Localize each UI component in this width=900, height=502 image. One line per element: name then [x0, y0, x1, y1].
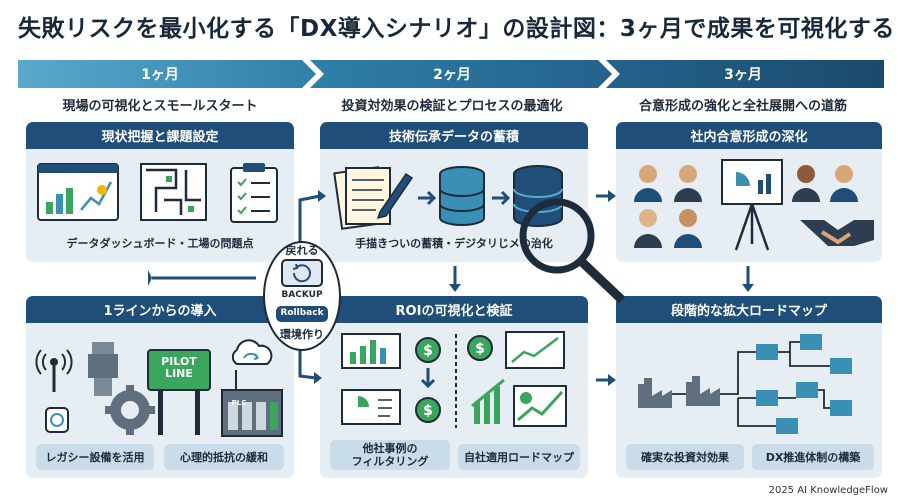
panel-title: 技術伝承データの蓄積: [320, 122, 588, 149]
pill-legacy: レガシー設備を活用: [36, 444, 154, 470]
panel-current-state: 現状把握と課題設定 データダッシュボード・工場の問題点: [26, 122, 294, 262]
meeting-people-icon: [634, 159, 874, 251]
svg-text:$: $: [423, 343, 433, 359]
rollback-label: Rollback: [280, 308, 324, 318]
phase-arrow-1: [18, 60, 316, 88]
center-top-label: 戻れる: [285, 244, 319, 257]
phase-subtitle-1: 現場の可視化とスモールスタート: [62, 99, 258, 114]
pill-roi-certain: 確実な投資対効果: [626, 444, 744, 470]
pilot-line-sign: PILOT LINE: [161, 355, 197, 380]
factory-roadmap-icon: [638, 334, 852, 434]
center-bottom-label: 環境作り: [280, 328, 324, 341]
phase-label-1: 1ヶ月: [141, 67, 179, 83]
pill-dx-structure: DX推進体制の構築: [752, 444, 874, 470]
svg-text:$: $: [423, 403, 433, 419]
panel-caption: データダッシュボード・工場の問題点: [66, 237, 254, 250]
panel-tech-data: 技術伝承データの蓄積 手描きついの蓄積・デジタリじメの治化: [320, 122, 588, 262]
phase-label-3: 3ヶ月: [724, 67, 762, 83]
roi-charts-icon: $ $ $: [341, 331, 567, 428]
phase-arrow-2: [310, 60, 612, 88]
panel-pilot-line: 1ラインからの導入 PILOT LINE PLC レガシー設備を活用 心理的抵抗…: [26, 296, 294, 478]
pill-resistance: 心理的抵抗の緩和: [164, 444, 284, 470]
panel-roi: ROIの可視化と検証 $ $ $ 他社事例の フィルタリング 自社適用ロードマッ…: [320, 296, 588, 478]
phase-subtitle-3: 合意形成の強化と全社展開への道筋: [638, 99, 847, 114]
panel-title: 段階的な拡大ロードマップ: [616, 296, 882, 323]
phase-arrow-3: [606, 60, 884, 88]
dashboard-icon: [37, 163, 278, 223]
pill-roadmap: 自社適用ロードマップ: [458, 444, 580, 470]
panel-title: 現状把握と課題設定: [26, 122, 294, 149]
panel-title: 社内合意形成の深化: [616, 122, 882, 149]
backup-label: BACKUP: [281, 290, 323, 300]
page-title: 失敗リスクを最小化する「DX導入シナリオ」の設計図：3ヶ月で成果を可視化する: [18, 16, 895, 42]
phase-label-2: 2ヶ月: [433, 67, 471, 83]
panel-consensus: 社内合意形成の深化: [616, 122, 882, 262]
factory-equipment-icon: [35, 339, 283, 437]
plc-label: PLC: [231, 399, 247, 407]
backup-rollback-badge: 戻れる BACKUP Rollback 環境作り: [262, 240, 342, 352]
panel-expansion-roadmap: 段階的な拡大ロードマップ 確実な投資対効果 DX推進体制の構築: [616, 296, 882, 478]
phase-subtitle-2: 投資対効果の検証とプロセスの最適化: [341, 99, 563, 114]
phase-banner: [18, 60, 884, 88]
backup-ring: [263, 241, 341, 351]
svg-text:$: $: [475, 341, 485, 357]
panel-title: 1ラインからの導入: [26, 296, 294, 323]
panel-title: ROIの可視化と検証: [320, 296, 588, 323]
pill-case-filter: 他社事例の フィルタリング: [330, 440, 450, 470]
document-to-database-icon: [333, 165, 563, 230]
footer-credit: 2025 AI KnowledgeFlow: [768, 485, 888, 496]
panel-caption: 手描きついの蓄積・デジタリじメの治化: [355, 237, 553, 250]
